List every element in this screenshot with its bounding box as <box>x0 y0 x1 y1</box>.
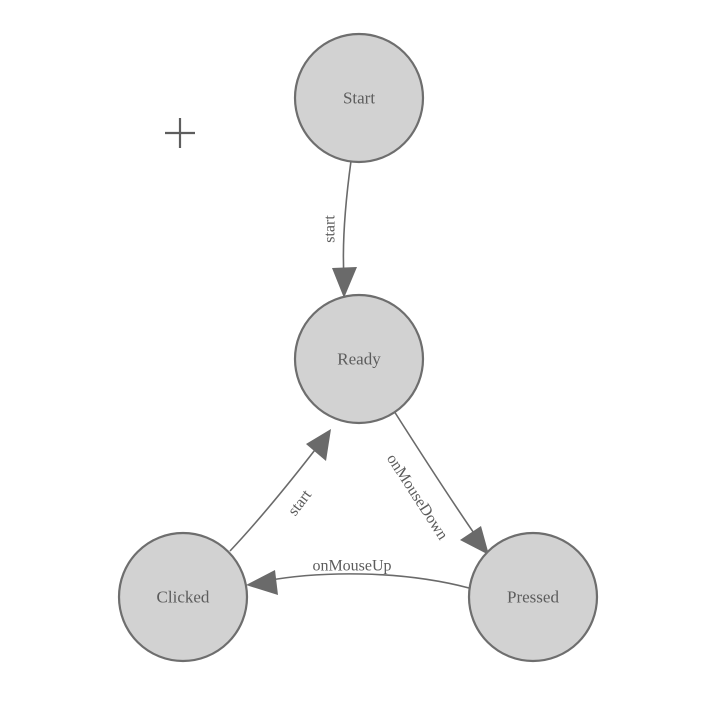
node-start[interactable]: Start <box>293 32 425 164</box>
edge-start-to-ready[interactable]: start <box>322 160 358 298</box>
edge-ready-to-pressed[interactable]: onMouseDown <box>383 410 489 555</box>
edge-clicked-to-ready-label: start <box>285 486 315 519</box>
node-start-label: Start <box>343 89 375 108</box>
node-pressed-label: Pressed <box>507 588 559 607</box>
node-ready-circle[interactable] <box>293 293 425 425</box>
edge-ready-to-pressed-path <box>393 410 479 540</box>
node-pressed[interactable]: Pressed <box>467 531 599 663</box>
edge-start-to-ready-label: start <box>322 215 339 243</box>
plus-crosshair-marker[interactable] <box>165 118 195 148</box>
edge-clicked-to-ready-path <box>229 445 319 552</box>
edge-ready-to-pressed-label: onMouseDown <box>383 451 451 543</box>
node-clicked-circle[interactable] <box>117 531 249 663</box>
node-start-circle[interactable] <box>293 32 425 164</box>
node-ready[interactable]: Ready <box>293 293 425 425</box>
node-pressed-circle[interactable] <box>467 531 599 663</box>
edge-pressed-to-clicked-label: onMouseUp <box>312 558 391 575</box>
edge-start-to-ready-arrowhead <box>332 267 357 298</box>
edge-pressed-to-clicked-arrowhead <box>246 570 278 595</box>
node-ready-label: Ready <box>337 350 381 369</box>
node-clicked-label: Clicked <box>157 588 210 607</box>
node-clicked[interactable]: Clicked <box>117 531 249 663</box>
edge-clicked-to-ready[interactable]: start <box>229 429 331 552</box>
edge-pressed-to-clicked[interactable]: onMouseUp <box>246 558 470 596</box>
edge-pressed-to-clicked-path <box>264 573 470 589</box>
edge-clicked-to-ready-arrowhead <box>306 429 331 461</box>
edge-start-to-ready-path <box>342 160 352 279</box>
edge-ready-to-pressed-arrowhead <box>460 526 489 555</box>
